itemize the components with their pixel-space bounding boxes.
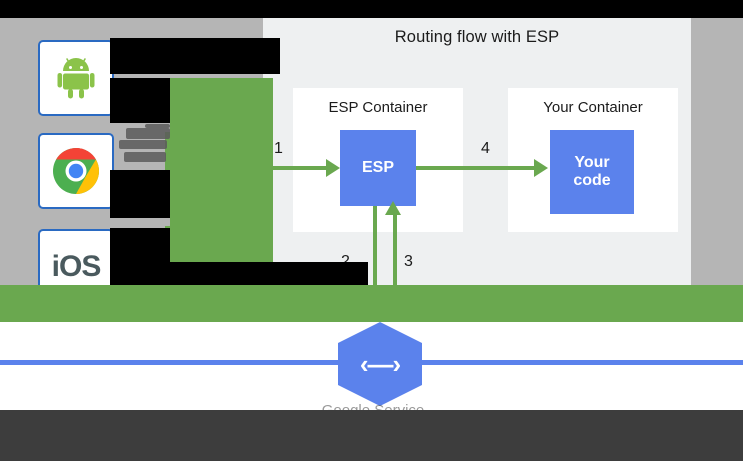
blurred-text-fragment-top: [145, 124, 170, 128]
arrow-2-line: [373, 206, 377, 322]
step-number-4: 4: [481, 140, 490, 157]
esp-box: ESP: [340, 130, 416, 206]
ios-icon: iOS: [51, 250, 102, 283]
blurred-text-fragment-a: [126, 128, 170, 139]
right-gray-margin: [713, 18, 743, 285]
google-cloud-endpoints-hexagon-icon: ‹—›: [338, 322, 422, 406]
redaction-block-top-right: [553, 0, 743, 18]
bottom-dark-overlay: [0, 410, 743, 461]
redaction-block-c: [110, 170, 170, 218]
arrow-3-head: [385, 201, 401, 215]
step-number-1: 1: [274, 140, 283, 157]
your-container-label: Your Container: [543, 99, 643, 116]
blurred-text-fragment-b: [119, 140, 167, 149]
green-band: [0, 285, 743, 322]
arrow-3-line: [393, 214, 397, 322]
arrow-4-line: [416, 166, 534, 170]
diagram-title: Routing flow with ESP: [394, 28, 560, 46]
chrome-client-card: [38, 133, 114, 209]
blurred-text-fragment-c: [124, 152, 166, 162]
arrow-1-head: [326, 159, 340, 177]
android-icon: [57, 58, 95, 99]
code-brackets-glyph: ‹—›: [359, 348, 401, 379]
green-occlusion-block: [165, 78, 273, 288]
chrome-icon: [53, 148, 99, 194]
esp-container-label: ESP Container: [328, 99, 428, 116]
redaction-block-b: [110, 78, 170, 123]
arrow-1-line: [263, 166, 326, 170]
redaction-block-a: [110, 38, 280, 74]
android-client-card: [38, 40, 114, 116]
step-number-2: 2: [341, 253, 350, 271]
step-number-3: 3: [404, 253, 413, 270]
arrow-4-head: [534, 159, 548, 177]
